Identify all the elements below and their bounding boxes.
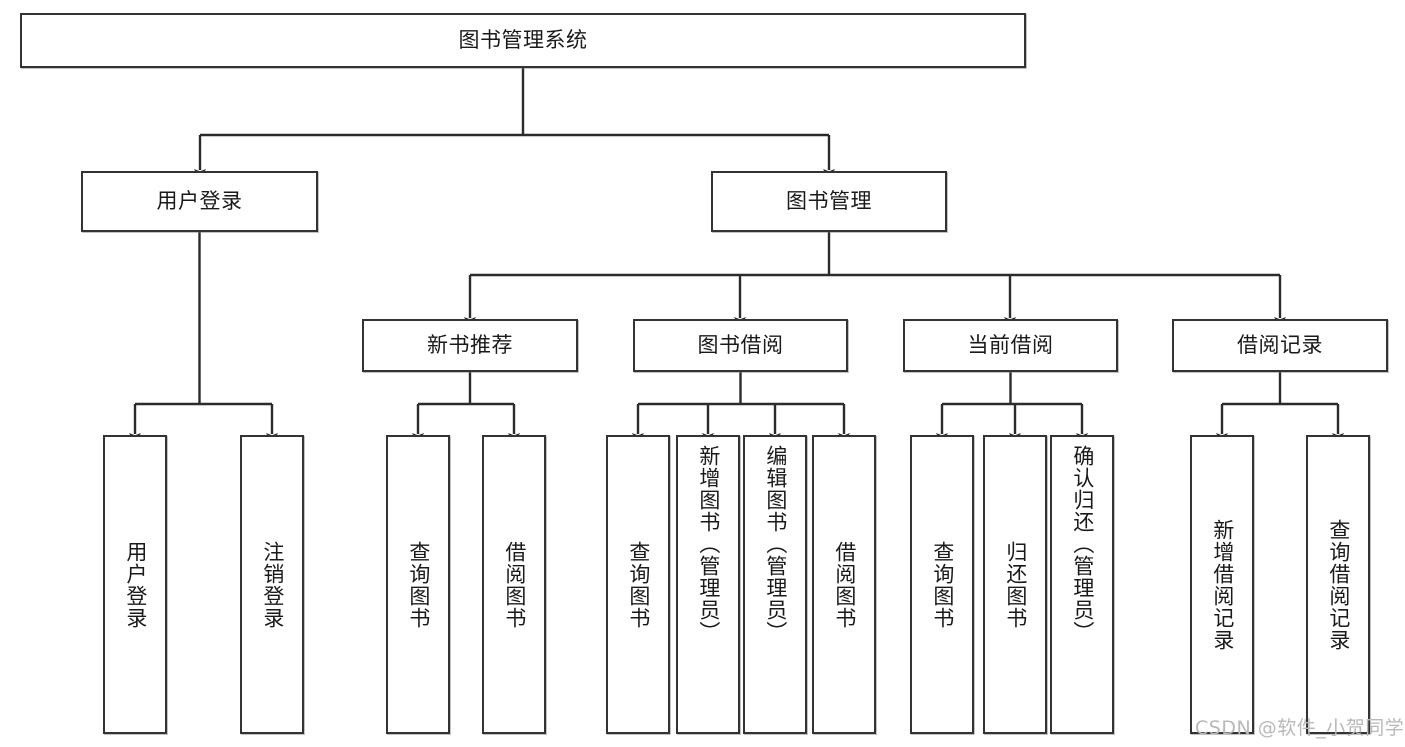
node-user-logout[interactable]: 注销登录: [240, 435, 304, 734]
node-label-root: 图书管理系统: [458, 27, 588, 52]
node-label-wrap-confirm-return: 确认归还（管理员）: [1052, 437, 1112, 732]
node-label-book-borrow: 图书借阅: [697, 332, 784, 357]
node-query-borrow-record[interactable]: 查询借阅记录: [1306, 435, 1370, 734]
node-label-user-logout: 注销登录: [260, 540, 285, 629]
node-return-book[interactable]: 归还图书: [983, 435, 1047, 734]
node-label-book-manage: 图书管理: [786, 188, 872, 213]
node-label-wrap-add-borrow-record: 新增借阅记录: [1192, 437, 1252, 732]
node-label-query-book-1: 查询图书: [406, 540, 431, 629]
node-label-edit-book: 编辑图书（管理员）: [763, 445, 788, 643]
node-query-book-1[interactable]: 查询图书: [386, 435, 450, 734]
node-label-wrap-user-login-do: 用户登录: [105, 437, 165, 732]
node-label-borrow-record: 借阅记录: [1237, 332, 1323, 357]
node-label-confirm-return: 确认归还（管理员）: [1070, 445, 1095, 643]
node-label-add-book: 新增图书（管理员）: [696, 445, 721, 643]
node-label-borrow-book-2: 借阅图书: [832, 540, 857, 629]
node-user-login[interactable]: 用户登录: [81, 171, 318, 232]
node-label-new-book-rec: 新书推荐: [427, 332, 513, 357]
node-edit-book[interactable]: 编辑图书（管理员）: [743, 435, 807, 734]
node-label-borrow-book-1: 借阅图书: [502, 540, 527, 629]
node-label-user-login: 用户登录: [156, 188, 243, 213]
node-add-borrow-record[interactable]: 新增借阅记录: [1190, 435, 1254, 734]
node-query-book-2[interactable]: 查询图书: [606, 435, 670, 734]
node-label-wrap-edit-book: 编辑图书（管理员）: [745, 437, 805, 732]
node-book-manage[interactable]: 图书管理: [711, 171, 947, 232]
node-current-borrow[interactable]: 当前借阅: [903, 319, 1118, 372]
node-borrow-book-1[interactable]: 借阅图书: [482, 435, 546, 734]
node-label-query-book-2: 查询图书: [626, 540, 651, 629]
node-label-wrap-query-book-1: 查询图书: [388, 437, 448, 732]
node-root[interactable]: 图书管理系统: [20, 13, 1026, 68]
node-label-wrap-add-book: 新增图书（管理员）: [678, 437, 738, 732]
node-label-wrap-query-book-3: 查询图书: [912, 437, 972, 732]
node-borrow-record[interactable]: 借阅记录: [1172, 319, 1388, 372]
node-label-query-book-3: 查询图书: [930, 540, 955, 629]
node-user-login-do[interactable]: 用户登录: [103, 435, 167, 734]
node-label-wrap-return-book: 归还图书: [985, 437, 1045, 732]
node-book-borrow[interactable]: 图书借阅: [633, 319, 848, 372]
node-label-query-borrow-record: 查询借阅记录: [1326, 518, 1351, 651]
connector-group: [129, 68, 1344, 444]
node-label-return-book: 归还图书: [1003, 540, 1028, 629]
node-borrow-book-2[interactable]: 借阅图书: [812, 435, 876, 734]
node-label-user-login-do: 用户登录: [123, 540, 148, 629]
node-label-wrap-borrow-book-2: 借阅图书: [814, 437, 874, 732]
node-label-current-borrow: 当前借阅: [967, 332, 1054, 357]
node-label-wrap-user-logout: 注销登录: [242, 437, 302, 732]
node-query-book-3[interactable]: 查询图书: [910, 435, 974, 734]
node-label-wrap-query-borrow-record: 查询借阅记录: [1308, 437, 1368, 732]
node-add-book[interactable]: 新增图书（管理员）: [676, 435, 740, 734]
node-confirm-return[interactable]: 确认归还（管理员）: [1050, 435, 1114, 734]
node-label-add-borrow-record: 新增借阅记录: [1210, 518, 1235, 651]
node-label-wrap-query-book-2: 查询图书: [608, 437, 668, 732]
node-new-book-rec[interactable]: 新书推荐: [362, 319, 578, 372]
node-label-wrap-borrow-book-1: 借阅图书: [484, 437, 544, 732]
